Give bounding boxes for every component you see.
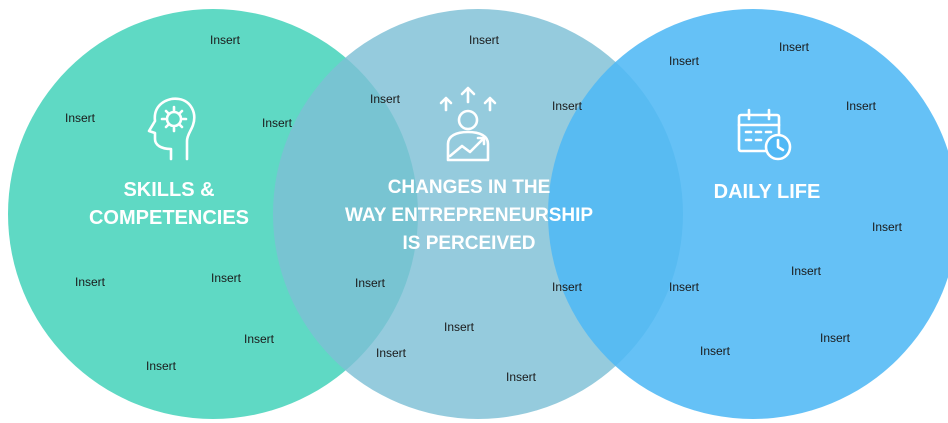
- insert-placeholder[interactable]: Insert: [74, 275, 106, 289]
- insert-placeholder[interactable]: Insert: [871, 220, 903, 234]
- insert-placeholder[interactable]: Insert: [551, 280, 583, 294]
- insert-placeholder[interactable]: Insert: [443, 320, 475, 334]
- insert-placeholder[interactable]: Insert: [668, 280, 700, 294]
- insert-placeholder[interactable]: Insert: [551, 99, 583, 113]
- insert-placeholder[interactable]: Insert: [354, 276, 386, 290]
- insert-placeholder[interactable]: Insert: [819, 331, 851, 345]
- insert-placeholder[interactable]: Insert: [468, 33, 500, 47]
- insert-placeholder[interactable]: Insert: [845, 99, 877, 113]
- insert-placeholder[interactable]: Insert: [778, 40, 810, 54]
- title-line: IS PERCEIVED: [402, 233, 536, 254]
- insert-placeholder[interactable]: Insert: [145, 359, 177, 373]
- insert-placeholder[interactable]: Insert: [243, 332, 275, 346]
- title-skills: SKILLS & COMPETENCIES: [89, 176, 249, 232]
- title-line: CHANGES IN THE: [387, 177, 551, 198]
- insert-placeholder[interactable]: Insert: [790, 264, 822, 278]
- insert-placeholder[interactable]: Insert: [64, 111, 96, 125]
- insert-placeholder[interactable]: Insert: [209, 33, 241, 47]
- insert-placeholder[interactable]: Insert: [505, 370, 537, 384]
- insert-placeholder[interactable]: Insert: [668, 54, 700, 68]
- insert-placeholder[interactable]: Insert: [699, 344, 731, 358]
- circle-daily-life: [548, 9, 948, 419]
- title-entrepreneurship: CHANGES IN THE WAY ENTREPRENEURSHIP IS P…: [345, 174, 593, 258]
- brain-gear-icon: [147, 97, 196, 161]
- insert-placeholder[interactable]: Insert: [369, 92, 401, 106]
- calendar-clock-icon: [737, 108, 792, 161]
- title-line: COMPETENCIES: [88, 207, 250, 229]
- title-daily-life: DAILY LIFE: [714, 178, 821, 206]
- title-line: DAILY LIFE: [713, 181, 821, 203]
- title-line: SKILLS &: [123, 179, 215, 201]
- person-growth-icon: [439, 86, 497, 162]
- title-line: WAY ENTREPRENEURSHIP: [344, 205, 594, 226]
- insert-placeholder[interactable]: Insert: [375, 346, 407, 360]
- insert-placeholder[interactable]: Insert: [210, 271, 242, 285]
- insert-placeholder[interactable]: Insert: [261, 116, 293, 130]
